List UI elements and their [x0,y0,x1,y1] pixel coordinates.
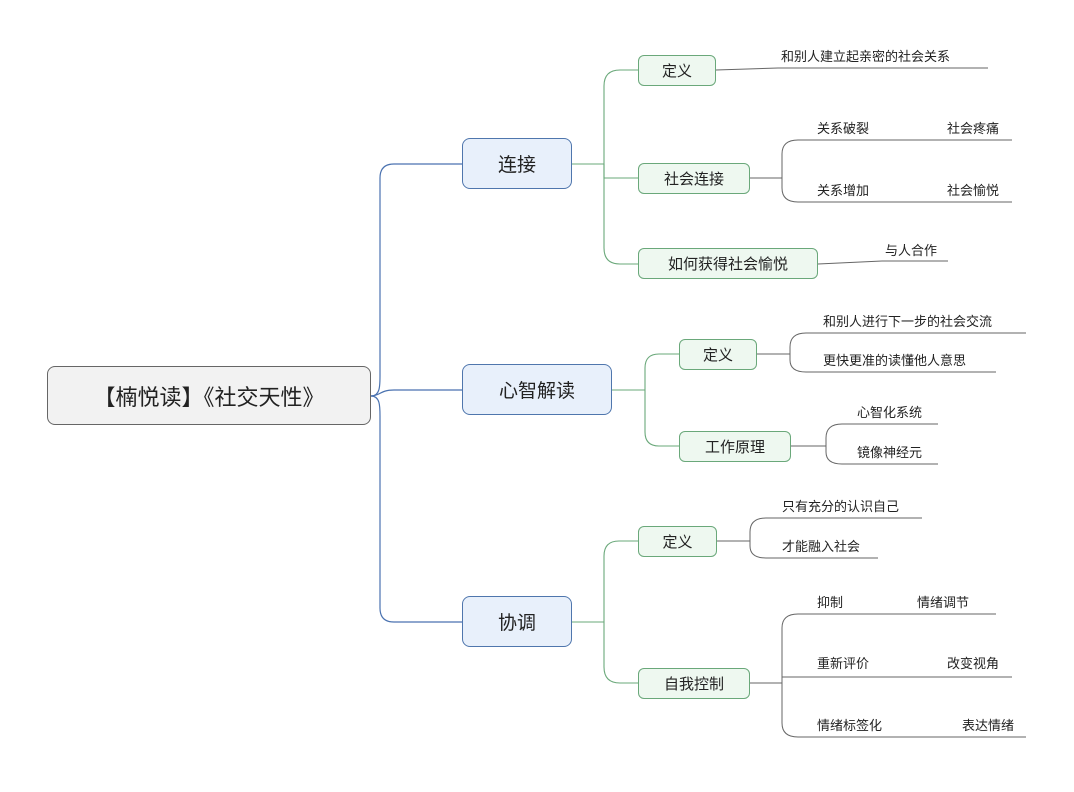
topic-connection[interactable]: 连接 [462,138,572,189]
leaf-topic[interactable]: 心智化系统 [857,406,923,421]
subtopic-label: 工作原理 [704,438,765,456]
subtopic-label: 社会连接 [663,170,724,188]
leaf-topic[interactable]: 情绪标签化 [817,719,883,734]
root-topic[interactable]: 【楠悦读】《社交天性》 [47,366,371,425]
subtopic-label: 自我控制 [663,675,724,693]
subtopic-definition[interactable]: 定义 [679,339,757,370]
subtopic-label: 如何获得社会愉悦 [667,255,788,273]
leaf-topic-result[interactable]: 社会愉悦 [947,184,1000,199]
subtopic-label: 定义 [661,62,692,80]
leaf-topic[interactable]: 镜像神经元 [857,446,923,461]
leaf-topic[interactable]: 和别人进行下一步的社会交流 [823,315,993,330]
subtopic-self-control[interactable]: 自我控制 [638,668,750,699]
topic-mind-reading[interactable]: 心智解读 [462,364,612,415]
leaf-topic[interactable]: 和别人建立起亲密的社会关系 [781,50,951,65]
root-topic-label: 【楠悦读】《社交天性》 [93,385,325,411]
leaf-topic[interactable]: 关系破裂 [817,122,870,137]
subtopic-definition[interactable]: 定义 [638,526,717,557]
topic-label: 连接 [497,154,536,176]
subtopic-how-get-pleasure[interactable]: 如何获得社会愉悦 [638,248,818,279]
subtopic-definition[interactable]: 定义 [638,55,716,86]
leaf-topic-result[interactable]: 社会疼痛 [947,122,1000,137]
subtopic-working-principle[interactable]: 工作原理 [679,431,791,462]
leaf-topic[interactable]: 才能融入社会 [782,540,861,555]
subtopic-social-connection[interactable]: 社会连接 [638,163,750,194]
leaf-topic[interactable]: 更快更准的读懂他人意思 [823,354,967,369]
leaf-topic-result[interactable]: 改变视角 [947,657,1000,672]
leaf-topic[interactable]: 抑制 [817,596,844,611]
topic-label: 心智解读 [498,380,575,402]
leaf-topic-result[interactable]: 表达情绪 [962,719,1015,734]
leaf-topic[interactable]: 只有充分的认识自己 [782,500,900,515]
leaf-topic-result[interactable]: 情绪调节 [917,596,970,611]
subtopic-label: 定义 [702,346,733,364]
leaf-topic[interactable]: 关系增加 [817,184,870,199]
subtopic-label: 定义 [662,533,693,551]
topic-harmony[interactable]: 协调 [462,596,572,647]
topic-label: 协调 [497,612,536,634]
leaf-topic[interactable]: 与人合作 [885,244,938,259]
leaf-topic[interactable]: 重新评价 [817,657,870,672]
